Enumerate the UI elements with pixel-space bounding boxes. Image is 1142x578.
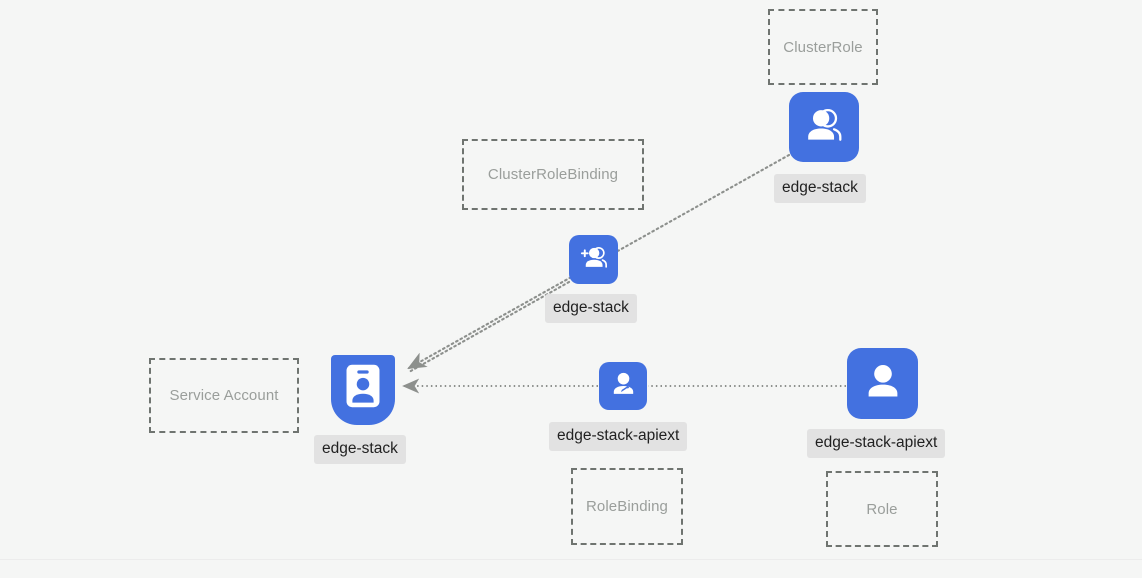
kind-box-clusterrolebinding: ClusterRoleBinding (462, 139, 644, 210)
rolebinding-node-tile[interactable] (599, 362, 647, 410)
person-add-icon (578, 242, 609, 278)
clusterrole-node-name-chip: edge-stack (774, 174, 866, 203)
id-badge-icon (345, 363, 381, 414)
person-icon (860, 358, 906, 409)
rolebinding-node-name-chip: edge-stack-apiext (549, 422, 688, 451)
kind-box-label: Service Account (169, 387, 279, 404)
role-node-name-chip: edge-stack-apiext (807, 429, 946, 458)
kind-box-label: ClusterRole (783, 38, 863, 56)
people-group-icon (801, 102, 847, 153)
node-name: edge-stack (322, 440, 398, 457)
kind-box-label: ClusterRoleBinding (487, 166, 619, 183)
node-name: edge-stack (782, 179, 858, 196)
bottom-divider (0, 559, 1142, 560)
role-node-tile[interactable] (847, 348, 918, 419)
node-name: edge-stack-apiext (557, 427, 680, 444)
clusterrole-node-tile[interactable] (789, 92, 859, 162)
kind-box-rolebinding: RoleBinding (571, 468, 683, 545)
kind-box-label: Role (866, 500, 898, 518)
kind-box-role: Role (826, 471, 938, 547)
kind-box-label: RoleBinding (586, 498, 668, 515)
service-account-node-name-chip: edge-stack (314, 435, 406, 464)
kind-box-clusterrole: ClusterRole (768, 9, 878, 85)
kind-box-service-account: Service Account (149, 358, 299, 433)
clusterrolebinding-node-name-chip: edge-stack (545, 294, 637, 323)
clusterrolebinding-node-tile[interactable] (569, 235, 618, 284)
node-name: edge-stack-apiext (815, 434, 938, 451)
service-account-node-tile[interactable] (331, 355, 395, 425)
node-name: edge-stack (553, 299, 629, 316)
person-edit-icon (608, 368, 639, 404)
